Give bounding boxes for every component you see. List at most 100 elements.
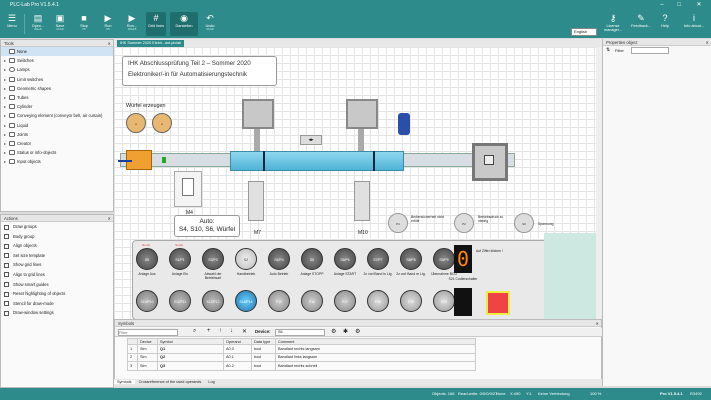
panel-button-s3[interactable]: S3/P3 bbox=[202, 248, 224, 270]
panel-button-s1[interactable]: S1/P1 bbox=[169, 248, 191, 270]
panel-button-s4[interactable]: S4/P4 bbox=[268, 248, 290, 270]
display-mode-toggle[interactable]: ◉Darstellen bbox=[170, 12, 198, 36]
conveyor-section-active[interactable] bbox=[230, 151, 404, 171]
tool-item-conveying-element[interactable]: ▸Conveying element (conveyor belt, air c… bbox=[4, 113, 103, 119]
add-icon[interactable]: + bbox=[207, 328, 211, 334]
action-align-to-grid[interactable]: Align to grid lines bbox=[1, 270, 113, 280]
cell-symbol[interactable]: Q1 bbox=[157, 344, 224, 354]
action-show-grid-lines[interactable]: Show grid lines bbox=[1, 260, 113, 270]
seven-segment-display-2[interactable] bbox=[454, 288, 472, 316]
panel-lamp-p15[interactable]: P15 bbox=[268, 290, 290, 312]
panel-button-s10[interactable]: S10/P10 bbox=[136, 290, 158, 312]
maximize-button[interactable]: □ bbox=[677, 2, 681, 8]
sort-icon[interactable]: ⇅ bbox=[606, 47, 611, 53]
panel-lamp-p18[interactable]: P18 bbox=[367, 290, 389, 312]
cell-device[interactable]: Sim bbox=[137, 361, 158, 371]
panel-button-s6-p6[interactable]: S6/P6 bbox=[334, 248, 356, 270]
panel-button-s9[interactable]: S9/P9 bbox=[433, 248, 455, 270]
table-row[interactable]: 1 Sim Q1 A0.0 bool Bandlauf rechts langs… bbox=[127, 344, 476, 354]
cell-comment[interactable]: Bandlauf rechts langsam bbox=[275, 344, 476, 354]
close-icon[interactable]: ✕ bbox=[107, 216, 111, 221]
tool-item-geometric-shapes[interactable]: ▸Geometric shapes bbox=[4, 85, 51, 91]
tool-item-limit-switches[interactable]: ▸Limit switches bbox=[4, 76, 44, 82]
device-select[interactable]: S6 bbox=[275, 329, 325, 336]
close-button[interactable]: ✕ bbox=[696, 2, 702, 8]
symbol-filter-input[interactable] bbox=[118, 329, 178, 336]
lamp-s0[interactable]: S0 bbox=[514, 213, 534, 233]
search-icon[interactable]: ⌕ bbox=[193, 328, 197, 334]
tool-item-liquid[interactable]: ▸Liquid bbox=[4, 122, 29, 128]
blue-sensor[interactable] bbox=[398, 113, 410, 135]
action-set-size-template[interactable]: Set size template bbox=[1, 251, 113, 261]
cylinder-1[interactable] bbox=[242, 99, 274, 129]
cell-symbol[interactable]: Q2 bbox=[157, 352, 224, 363]
settings-icon[interactable]: ⚙ bbox=[331, 329, 337, 335]
lamp-p4[interactable]: P4 bbox=[388, 213, 408, 233]
star-icon[interactable]: ✱ bbox=[343, 329, 349, 335]
tool-item-creator[interactable]: ▸Creator bbox=[4, 140, 31, 146]
action-draw-groups[interactable]: Draw groups bbox=[1, 222, 113, 232]
column-header-comment[interactable]: Comment bbox=[275, 338, 476, 345]
action-stencil-draw-mode[interactable]: Stencil for draw-mode bbox=[1, 299, 113, 309]
cell-device[interactable]: Sim bbox=[137, 352, 158, 363]
tab-log[interactable]: Log bbox=[208, 380, 215, 384]
header-text-box[interactable]: IHK Abschlussprüfung Teil 2 – Sommer 202… bbox=[122, 56, 277, 86]
panel-button-s12[interactable]: S12/P12 bbox=[202, 290, 224, 312]
close-icon[interactable]: ✕ bbox=[705, 40, 709, 45]
panel-button-s11[interactable]: S11/P11 bbox=[169, 290, 191, 312]
cell-operand[interactable]: A0.0 bbox=[223, 344, 252, 354]
auto-info-box[interactable]: Auto: S4, S10, S6, Würfel bbox=[174, 215, 240, 237]
panel-lamp-p20[interactable]: P20 bbox=[433, 290, 455, 312]
run-dialog-button[interactable]: ▶Run...Ctrl+F5 bbox=[126, 13, 138, 31]
panel-button-s5[interactable]: S5 bbox=[136, 248, 158, 270]
motor-m4[interactable] bbox=[174, 171, 202, 207]
tool-item-switches[interactable]: ▸Switches bbox=[4, 58, 34, 64]
tool-item-status-info[interactable]: ▸Status or info-objects bbox=[4, 150, 57, 156]
open-button[interactable]: ▤Open...Ctrl+O bbox=[31, 13, 45, 31]
tool-item-cylinder[interactable]: ▸Cylinder bbox=[4, 104, 33, 110]
up-arrow-icon[interactable]: ↑ bbox=[219, 328, 222, 334]
tab-crossreference[interactable]: Crossreference of the used operands bbox=[138, 380, 202, 384]
canvas-vertical-scrollbar[interactable] bbox=[596, 47, 602, 319]
cell-data-type[interactable]: bool bbox=[251, 352, 276, 363]
down-arrow-icon[interactable]: ↓ bbox=[230, 328, 233, 334]
panel-lamp-p16[interactable]: P16 bbox=[301, 290, 323, 312]
panel-button-s8[interactable]: S8/P8 bbox=[400, 248, 422, 270]
lamp-p2[interactable]: P2 bbox=[454, 213, 474, 233]
grid-lines-toggle[interactable]: #Grid lines bbox=[146, 12, 166, 36]
delete-icon[interactable]: ✕ bbox=[242, 329, 248, 335]
emergency-stop-button[interactable] bbox=[486, 291, 510, 315]
cube-button-2[interactable]: ● bbox=[152, 113, 172, 133]
cell-operand[interactable]: A0.1 bbox=[223, 352, 252, 363]
cell-comment[interactable]: Bandlauf links langsam bbox=[275, 352, 476, 363]
cube-button-1[interactable]: ● bbox=[126, 113, 146, 133]
tab-symbols[interactable]: Symbols bbox=[114, 380, 135, 384]
cell-symbol[interactable]: Q3 bbox=[157, 361, 224, 371]
end-station-box[interactable] bbox=[472, 143, 508, 181]
minimize-button[interactable]: – bbox=[660, 2, 664, 8]
action-align-objects[interactable]: Align objects bbox=[1, 241, 113, 251]
panel-button-s6[interactable]: S6 bbox=[301, 248, 323, 270]
tool-item-lamps[interactable]: ▸Lamps bbox=[4, 67, 30, 73]
seven-segment-display[interactable]: 0 bbox=[454, 245, 472, 273]
tool-item-input-objects[interactable]: ▸Input objects bbox=[4, 159, 41, 165]
gear-icon[interactable]: ⚙ bbox=[355, 329, 361, 335]
cell-data-type[interactable]: bool bbox=[251, 344, 276, 354]
cell-data-type[interactable]: bool bbox=[251, 361, 276, 371]
document-tab[interactable]: IHK Sommer 2020 Elektr...dut.plclab bbox=[117, 40, 185, 47]
cell-device[interactable]: Sim bbox=[137, 344, 158, 354]
feedback-button[interactable]: ✎Feedback... bbox=[631, 13, 651, 28]
tool-item-joints[interactable]: ▸Joints bbox=[4, 131, 28, 137]
cell-operand[interactable]: A0.2 bbox=[223, 361, 252, 371]
action-reset-highlighting[interactable]: Reset highlighting of objects bbox=[1, 289, 113, 299]
help-button[interactable]: ?Help bbox=[661, 13, 669, 28]
table-row[interactable]: 2 Sim Q2 A0.1 bool Bandlauf links langsa… bbox=[127, 352, 476, 363]
motor-m7[interactable] bbox=[248, 181, 264, 221]
license-manager-button[interactable]: ⚷License manager... bbox=[604, 13, 622, 32]
panel-button-s7[interactable]: S7/P7 bbox=[367, 248, 389, 270]
cylinder-2[interactable] bbox=[346, 99, 378, 129]
